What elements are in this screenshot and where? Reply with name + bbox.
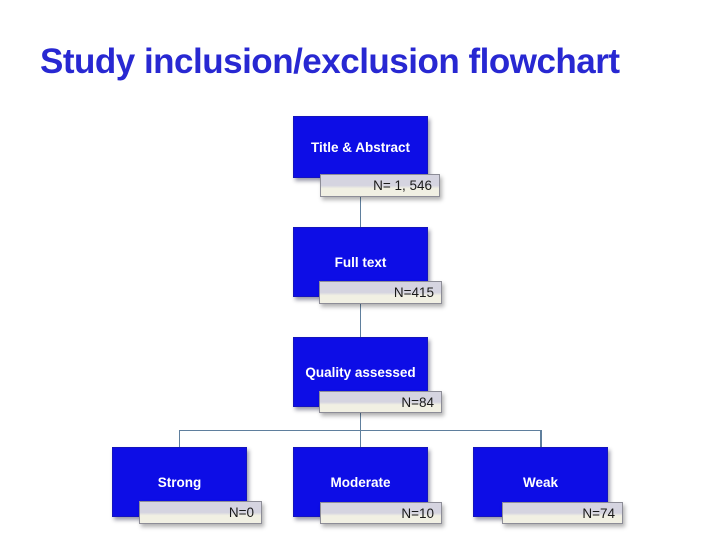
connector-branch-to-weak	[540, 429, 542, 447]
connector-full-text-to-quality-assessed	[359, 304, 361, 338]
node-strong-count-badge: N=0	[139, 501, 262, 524]
node-title-abstract-box: Title & Abstract	[293, 116, 428, 178]
connector-title-abstract-to-full-text	[359, 197, 361, 228]
node-title-abstract-count-badge: N= 1, 546	[320, 174, 440, 197]
node-title-abstract-count: N= 1, 546	[373, 178, 432, 193]
node-title-abstract-label: Title & Abstract	[310, 139, 411, 155]
node-full-text-count-badge: N=415	[319, 281, 442, 304]
node-weak-count: N=74	[582, 505, 615, 521]
node-strong-label: Strong	[157, 474, 202, 490]
node-quality-assessed-count: N=84	[401, 394, 434, 410]
connector-branch-to-strong	[178, 429, 180, 447]
node-moderate-count-badge: N=10	[320, 502, 442, 524]
node-weak-count-badge: N=74	[502, 502, 623, 524]
slide-title: Study inclusion/exclusion flowchart	[40, 42, 620, 81]
node-full-text-label: Full text	[334, 254, 387, 270]
node-strong-box: Strong	[112, 447, 247, 517]
node-quality-assessed-label: Quality assessed	[305, 364, 416, 380]
node-strong-count: N=0	[228, 505, 254, 520]
node-moderate-label: Moderate	[330, 474, 391, 490]
node-weak-label: Weak	[522, 474, 559, 490]
node-full-text-count: N=415	[393, 285, 434, 300]
node-quality-assessed-count-badge: N=84	[319, 391, 442, 413]
node-moderate-count: N=10	[401, 505, 434, 521]
connector-branch-rail	[178, 429, 542, 431]
